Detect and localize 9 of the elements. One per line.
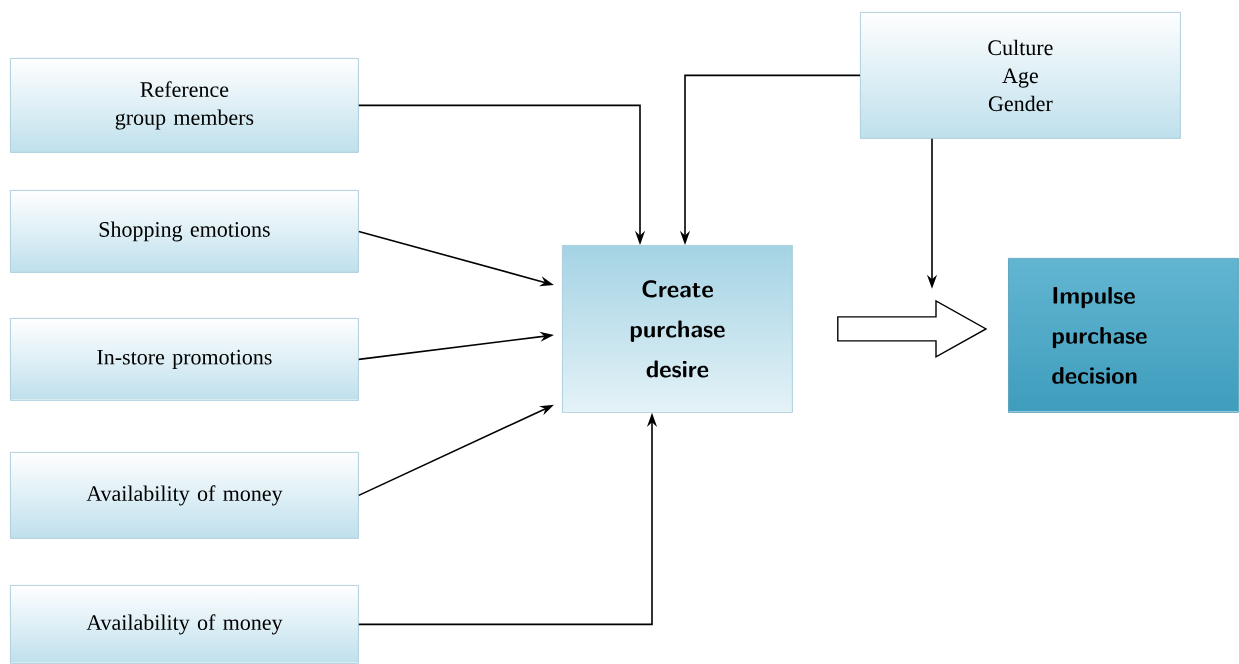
factor-box: Culture Age Gender: [860, 12, 1181, 139]
outcome-box: Impulse purchase decision: [1008, 258, 1239, 413]
factor-box: In-store promotions: [10, 318, 359, 401]
factor-box: Availability of money: [10, 585, 359, 664]
block-arrow: [837, 299, 988, 359]
factor-box: Availability of money: [10, 452, 359, 539]
factor-box: Reference group members: [10, 58, 359, 153]
factor-box: Shopping emotions: [10, 190, 359, 273]
process-box: Create purchase desire: [562, 245, 793, 413]
